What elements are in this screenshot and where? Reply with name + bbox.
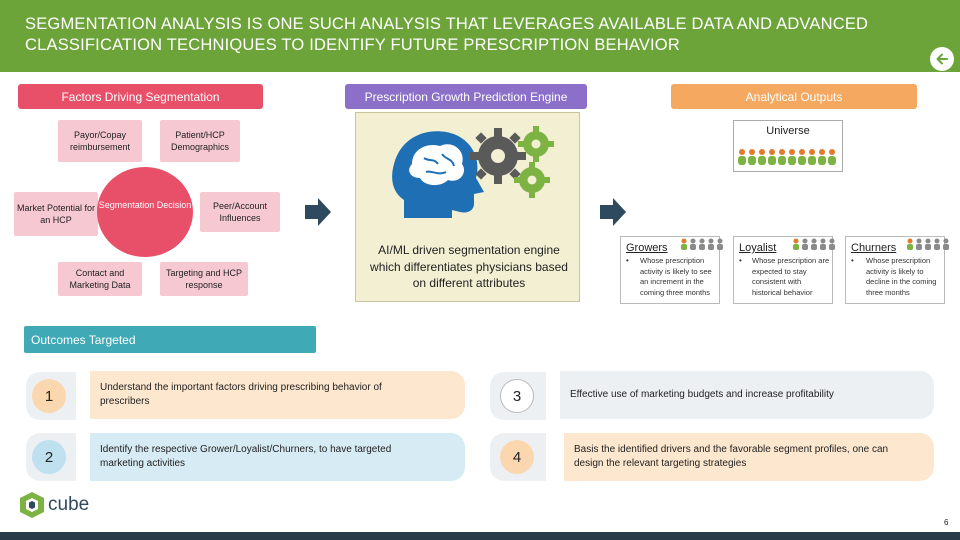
cube-logo: cube xyxy=(18,490,96,529)
page-number: 6 xyxy=(944,518,949,527)
segment-churners-name: Churners xyxy=(851,242,897,254)
universe-label: Universe xyxy=(766,125,810,137)
segment-churners-desc: Whose prescription activity is likely to… xyxy=(866,256,937,297)
factor-peer-influences: Peer/Account Influences xyxy=(200,192,280,232)
factor-targeting-response: Targeting and HCP response xyxy=(160,262,248,296)
back-button[interactable] xyxy=(930,47,954,71)
outcome-4-number: 4 xyxy=(500,440,534,474)
outcome-2-number: 2 xyxy=(32,440,66,474)
segment-growers-name: Growers xyxy=(626,242,668,254)
page-title: SEGMENTATION ANALYSIS IS ONE SUCH ANALYS… xyxy=(25,15,869,54)
outcome-2-card: Identify the respective Grower/Loyalist/… xyxy=(90,433,465,481)
segment-growers-desc: Whose prescription activity is likely to… xyxy=(640,256,712,297)
outcome-3-card: Effective use of marketing budgets and i… xyxy=(560,371,934,419)
segment-bullet: • xyxy=(739,256,742,265)
people-group-icon xyxy=(907,238,949,250)
cube-logo-icon xyxy=(20,492,44,518)
outputs-section-label: Analytical Outputs xyxy=(671,84,917,109)
factors-section-label: Factors Driving Segmentation xyxy=(18,84,263,109)
brain-gears-icon xyxy=(392,126,554,218)
outcome-4-card: Basis the identified drivers and the fav… xyxy=(564,433,934,481)
outcome-1-card: Understand the important factors driving… xyxy=(90,371,465,419)
segment-bullet: • xyxy=(851,256,854,265)
header-bar: SEGMENTATION ANALYSIS IS ONE SUCH ANALYS… xyxy=(0,0,960,72)
outcome-2-text: Identify the respective Grower/Loyalist/… xyxy=(100,444,392,469)
outcomes-section-label: Outcomes Targeted xyxy=(24,326,316,353)
outcome-1-text: Understand the important factors driving… xyxy=(100,382,382,407)
factor-segmentation-decision: Segmentation Decision xyxy=(97,167,193,257)
factor-payor-copay: Payor/Copay reimbursement xyxy=(58,120,142,162)
flow-arrow-icon xyxy=(305,198,331,226)
engine-section-label: Prescription Growth Prediction Engine xyxy=(345,84,587,109)
outcome-3-number: 3 xyxy=(500,379,534,413)
outcome-4-text: Basis the identified drivers and the fav… xyxy=(574,444,889,469)
people-group-icon xyxy=(793,238,835,250)
factor-patient-demographics: Patient/HCP Demographics xyxy=(160,120,240,162)
people-group-icon xyxy=(738,149,836,165)
segment-loyalist-desc: Whose prescription are expected to stay … xyxy=(752,256,830,297)
cube-logo-text: cube xyxy=(48,494,90,515)
flow-arrow-icon xyxy=(600,198,626,226)
bottom-bar xyxy=(0,532,960,540)
segment-bullet: • xyxy=(626,256,629,265)
engine-description: AI/ML driven segmentation engine which d… xyxy=(370,243,568,290)
factor-contact-marketing: Contact and Marketing Data xyxy=(58,262,142,296)
segment-growers-panel xyxy=(620,236,720,304)
factor-market-potential: Market Potential for an HCP xyxy=(14,192,98,236)
arrow-left-icon xyxy=(936,53,948,65)
outcome-1-number: 1 xyxy=(32,379,66,413)
people-group-icon xyxy=(681,238,723,250)
segment-loyalist-name: Loyalist xyxy=(739,242,777,254)
outcome-3-text: Effective use of marketing budgets and i… xyxy=(570,389,834,400)
